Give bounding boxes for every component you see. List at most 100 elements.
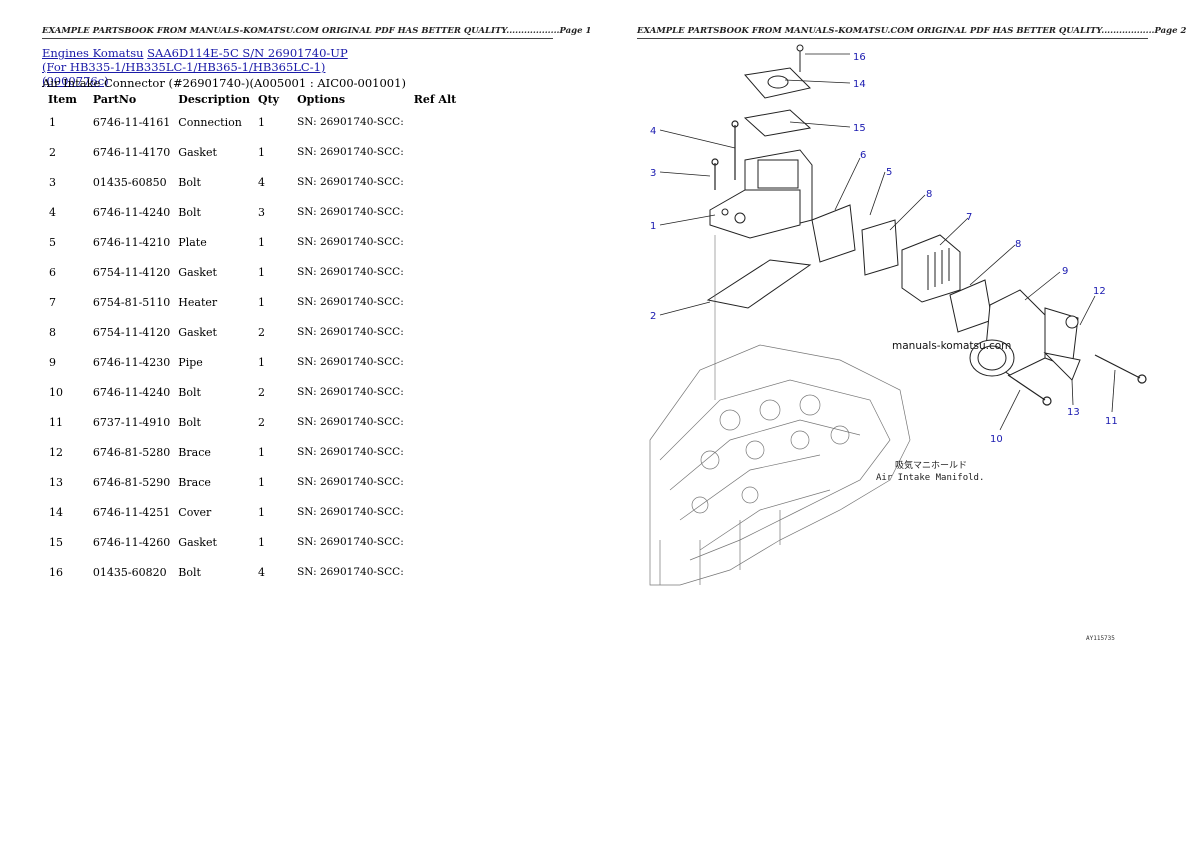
cell-refalt xyxy=(408,347,461,377)
col-description-header: Description xyxy=(178,92,250,106)
cell-refalt xyxy=(408,257,461,287)
callout-4[interactable]: 4 xyxy=(650,126,656,137)
breadcrumb-link-model[interactable]: SAA6D114E-5C S/N 26901740-UP (For HB335-… xyxy=(42,46,348,88)
cell-description: Brace xyxy=(178,475,211,489)
parts-table: Item PartNo Description Qty Options Ref … xyxy=(44,91,460,587)
cell-partno: 6746-11-4240 xyxy=(92,385,171,399)
cell-partno: 6746-81-5280 xyxy=(92,445,171,459)
page-subtitle: Air Intake Connector (#26901740-)(A00500… xyxy=(42,76,406,90)
cell-item: 3 xyxy=(49,175,56,189)
cell-partno: 6737-11-4910 xyxy=(92,415,171,429)
callout-15[interactable]: 15 xyxy=(853,123,866,134)
cell-refalt xyxy=(408,437,461,467)
cell-item: 16 xyxy=(49,565,63,579)
cell-description: Bolt xyxy=(178,175,201,189)
cell-options: SN: 26901740-SCC: xyxy=(297,145,404,158)
cell-description: Cover xyxy=(178,505,212,519)
cell-item: 4 xyxy=(49,205,56,219)
cell-partno: 01435-60820 xyxy=(92,565,167,579)
diagram-label-jp: 吸気マニホールド xyxy=(895,459,967,471)
engine-head-outline xyxy=(649,344,911,586)
cell-options: SN: 26901740-SCC: xyxy=(297,175,404,188)
cell-description: Bolt xyxy=(178,415,201,429)
cell-item: 8 xyxy=(49,325,56,339)
cell-qty: 1 xyxy=(258,295,265,309)
cell-options: SN: 26901740-SCC: xyxy=(297,505,404,518)
cell-description: Gasket xyxy=(178,265,217,279)
cell-description: Gasket xyxy=(178,535,217,549)
cell-item: 14 xyxy=(49,505,63,519)
cell-description: Pipe xyxy=(178,355,203,369)
leader-lines xyxy=(659,53,1116,431)
cell-description: Bolt xyxy=(178,385,201,399)
cell-options: SN: 26901740-SCC: xyxy=(297,415,404,428)
cell-partno: 6754-11-4120 xyxy=(92,265,171,279)
cell-partno: 6746-11-4260 xyxy=(92,535,171,549)
cell-qty: 1 xyxy=(258,115,265,129)
cover-part xyxy=(744,44,811,99)
cell-refalt xyxy=(408,527,461,557)
cell-qty: 1 xyxy=(258,145,265,159)
pipe-part xyxy=(969,289,1079,377)
callout-10[interactable]: 10 xyxy=(990,434,1003,445)
exploded-parts-diagram: 16 14 15 4 3 1 6 5 8 7 8 9 12 2 13 11 10… xyxy=(649,44,1147,642)
callout-9[interactable]: 9 xyxy=(1062,266,1068,277)
col-options-header: Options xyxy=(297,92,346,106)
cell-description: Gasket xyxy=(178,325,217,339)
callout-1[interactable]: 1 xyxy=(650,221,656,232)
callout-8b[interactable]: 8 xyxy=(1015,239,1021,250)
cell-description: Plate xyxy=(178,235,207,249)
cell-item: 7 xyxy=(49,295,56,309)
cell-options: SN: 26901740-SCC: xyxy=(297,325,404,338)
cell-refalt xyxy=(408,227,461,257)
callout-14[interactable]: 14 xyxy=(853,79,866,90)
cell-refalt xyxy=(408,167,461,197)
cell-refalt xyxy=(408,317,461,347)
callout-12[interactable]: 12 xyxy=(1093,286,1106,297)
cell-description: Heater xyxy=(178,295,218,309)
breadcrumb-link-engines[interactable]: Engines Komatsu xyxy=(42,46,144,60)
cell-refalt xyxy=(408,287,461,317)
callout-5[interactable]: 5 xyxy=(886,167,892,178)
cell-refalt xyxy=(408,407,461,437)
callout-2[interactable]: 2 xyxy=(650,311,656,322)
table-row: 3 01435-60850 Bolt 4 SN: 26901740-SCC: xyxy=(44,167,460,197)
col-partno-header: PartNo xyxy=(92,92,137,106)
cell-options: SN: 26901740-SCC: xyxy=(297,265,404,278)
cell-refalt xyxy=(408,497,461,527)
table-header-row: Item PartNo Description Qty Options Ref … xyxy=(44,91,460,107)
callout-6[interactable]: 6 xyxy=(860,150,866,161)
cell-qty: 1 xyxy=(258,265,265,279)
callout-11[interactable]: 11 xyxy=(1105,416,1118,427)
page2-header: EXAMPLE PARTSBOOK FROM MANUALS-KOMATSU.C… xyxy=(637,26,1186,39)
callout-7[interactable]: 7 xyxy=(966,212,972,223)
cell-partno: 6746-11-4251 xyxy=(92,505,171,519)
cell-refalt xyxy=(408,557,461,587)
cell-qty: 4 xyxy=(258,175,265,189)
heater-part xyxy=(901,234,961,303)
cell-options: SN: 26901740-SCC: xyxy=(297,565,404,578)
cell-refalt xyxy=(408,377,461,407)
cell-description: Gasket xyxy=(178,145,217,159)
callout-16[interactable]: 16 xyxy=(853,52,866,63)
cell-partno: 01435-60850 xyxy=(92,175,167,189)
cell-qty: 1 xyxy=(258,235,265,249)
cell-options: SN: 26901740-SCC: xyxy=(297,475,404,488)
cell-partno: 6754-11-4120 xyxy=(92,325,171,339)
callout-13[interactable]: 13 xyxy=(1067,407,1080,418)
callout-8a[interactable]: 8 xyxy=(926,189,932,200)
cell-refalt xyxy=(408,197,461,227)
cell-partno: 6746-81-5290 xyxy=(92,475,171,489)
brace-part xyxy=(1043,352,1081,381)
callout-3[interactable]: 3 xyxy=(650,168,656,179)
